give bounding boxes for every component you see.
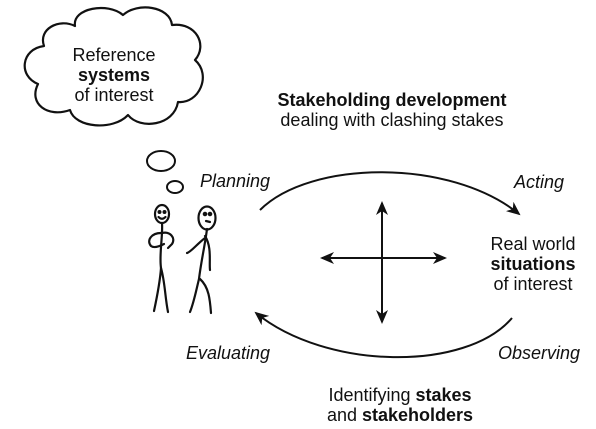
title-block: Stakeholding development dealing with cl…: [242, 90, 542, 130]
stage-planning: Planning: [200, 171, 271, 191]
thought-cloud-text: Reference systems of interest: [49, 45, 179, 105]
real-world-block: Real world situations of interest: [472, 234, 594, 294]
cloud-line-2: systems: [77, 65, 151, 86]
bottom-line-2: and stakeholders: [300, 405, 500, 425]
stage-acting: Acting: [514, 172, 565, 192]
stage-evaluating: Evaluating: [186, 343, 271, 363]
bottom-cycle-arrow: [254, 311, 513, 359]
bottom-line-1-prefix: Identifying: [328, 385, 416, 405]
bottom-line-2-prefix: and: [326, 405, 362, 426]
bottom-block: Identifying stakes and stakeholders: [300, 385, 500, 425]
thought-bubble-dots-icon: [146, 150, 184, 194]
thought-cloud-icon: [23, 6, 204, 127]
real-world-line-1: Real world: [490, 234, 576, 254]
top-cycle-arrow: [259, 171, 521, 216]
smiling-figure-icon: [148, 203, 175, 314]
four-way-arrow-icon: [320, 201, 447, 324]
stage-observing: Observing: [498, 343, 581, 363]
cloud-line-1: Reference: [72, 45, 156, 65]
bottom-line-1-bold: stakes: [415, 385, 472, 405]
cycle-arrows: [254, 171, 521, 359]
real-world-line-2: situations: [490, 254, 576, 275]
cloud-line-3: of interest: [74, 85, 154, 106]
bottom-line-1: Identifying stakes: [300, 385, 500, 405]
title-text: Stakeholding development: [277, 90, 507, 110]
bottom-line-2-bold: stakeholders: [361, 405, 474, 426]
serious-figure-icon: [185, 205, 217, 315]
two-stick-figures-icon: [148, 203, 217, 315]
real-world-line-3: of interest: [493, 274, 573, 295]
subtitle-text: dealing with clashing stakes: [280, 110, 504, 131]
